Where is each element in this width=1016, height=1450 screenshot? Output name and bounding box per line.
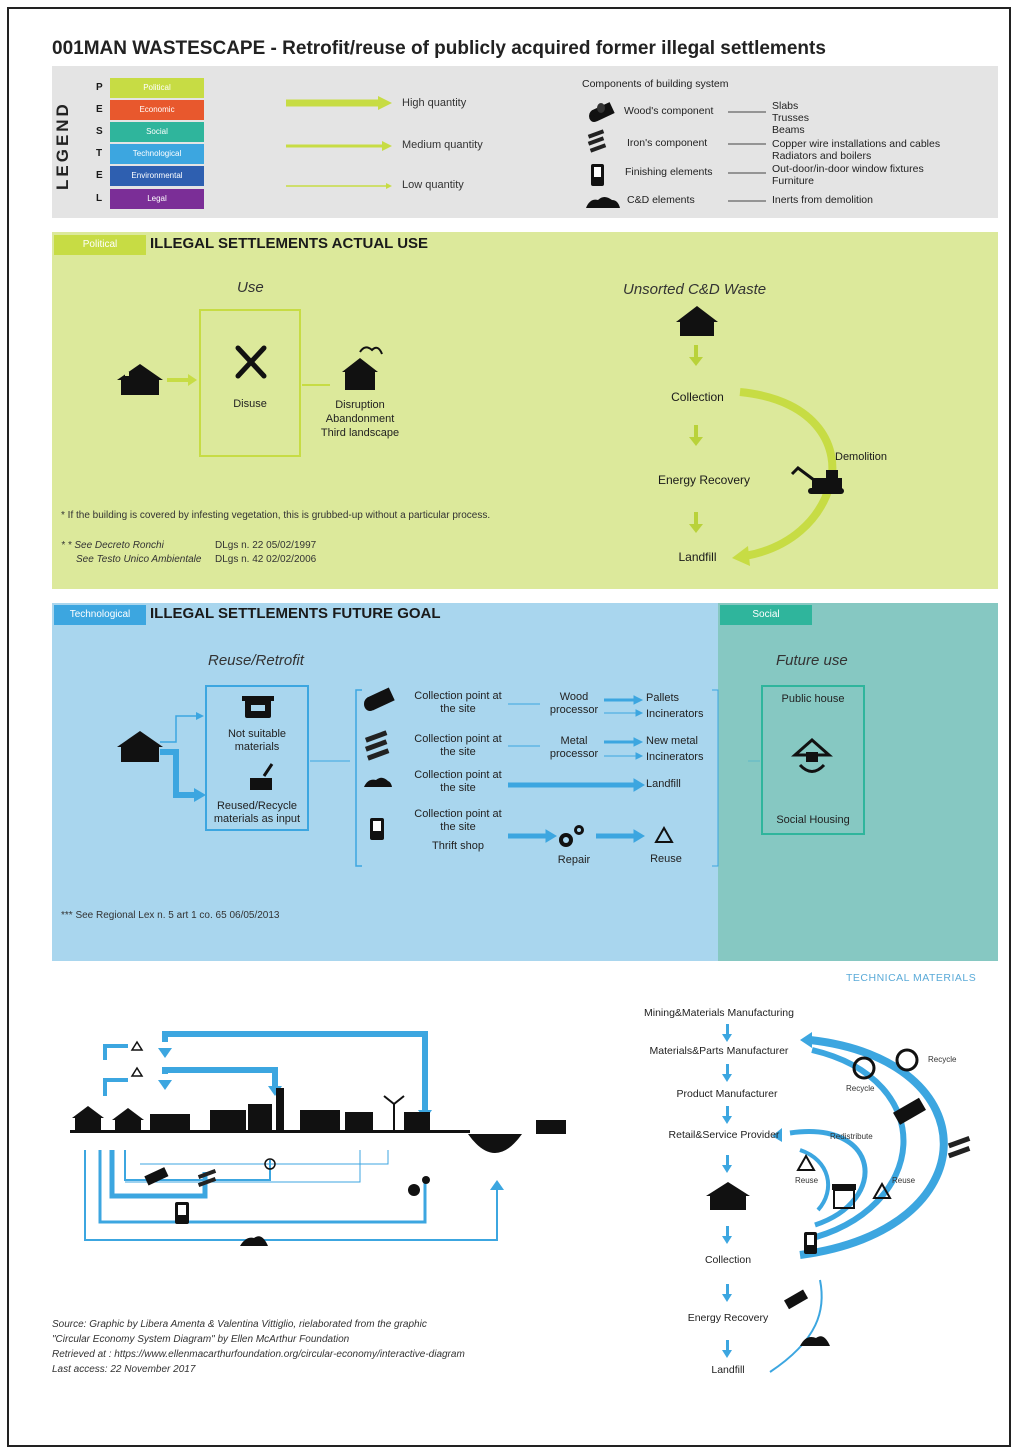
metal-processor-label: Metal processor	[549, 735, 599, 760]
high-quantity-label: High quantity	[402, 97, 467, 109]
ronchi-note: * * See Decreto Ronchi	[61, 540, 164, 551]
pestel-bar: Environmental	[110, 166, 204, 186]
collection-label: Collection	[671, 390, 724, 404]
third-landscape-label: Third landscape	[320, 427, 400, 439]
pestel-letter: T	[96, 148, 103, 159]
recycle-label-inner: Recycle	[846, 1084, 875, 1093]
disruption-label: Disruption	[335, 399, 385, 411]
iron-item: Copper wire installations and cables	[772, 138, 941, 150]
social-housing-label: Social Housing	[776, 814, 850, 826]
wood-processor-label: Wood processor	[549, 691, 599, 716]
use-heading: Use	[237, 279, 264, 296]
future-goal-title: ILLEGAL SETTLEMENTS FUTURE GOAL	[150, 605, 441, 622]
technological-tag: Technological	[54, 605, 146, 625]
actual-use-title: ILLEGAL SETTLEMENTS ACTUAL USE	[150, 235, 429, 252]
demolition-label: Demolition	[835, 451, 887, 463]
product-manufacturer-label: Product Manufacturer	[676, 1088, 778, 1100]
collection-point-wood: Collection point at the site	[414, 690, 502, 715]
source-citation: Source: Graphic by Libera Amenta & Valen…	[52, 1317, 465, 1377]
incinerators-label-wood: Incinerators	[646, 708, 704, 720]
testo-unico-lex: DLgs n. 42 02/02/2006	[215, 554, 317, 565]
cd-item: Inerts from demolition	[772, 194, 873, 206]
reuse-label-outer: Reuse	[892, 1176, 916, 1185]
new-metal-label: New metal	[646, 735, 698, 747]
energy-recovery-label: Energy Recovery	[657, 473, 751, 487]
finishing-item: Furniture	[772, 175, 815, 187]
page-title: 001MAN WASTESCAPE - Retrofit/reuse of pu…	[52, 38, 826, 59]
components-title: Components of building system	[582, 78, 729, 90]
collection-point-iron: Collection point at the site	[414, 733, 502, 758]
pestel-bar: Economic	[110, 100, 204, 120]
pestel-letter: P	[96, 82, 103, 93]
pestel-bar: Technological	[110, 144, 204, 164]
cd-elements-label: C&D elements	[627, 194, 695, 206]
collection-label-cycle: Collection	[704, 1254, 752, 1266]
energy-recovery-label-cycle: Energy Recovery	[687, 1312, 769, 1324]
iron-items: Copper wire installations and cables Rad…	[772, 138, 940, 162]
iron-item: Radiators and boilers	[772, 150, 872, 162]
public-house-label: Public house	[781, 693, 845, 705]
pestel-letter: E	[96, 170, 103, 181]
pestel-bar: Political	[110, 78, 204, 98]
page-frame	[7, 7, 1011, 1447]
irons-component-label: Iron's component	[627, 137, 708, 149]
pestel-letter: L	[96, 193, 103, 204]
medium-quantity-label: Medium quantity	[402, 139, 483, 151]
retail-provider-label: Retail&Service Provider	[668, 1129, 780, 1141]
reuse-label-future: Reuse	[650, 853, 682, 865]
reuse-label-inner: Reuse	[795, 1176, 819, 1185]
actual-use-panel	[52, 232, 998, 589]
redistribute-label: Redistribute	[830, 1132, 873, 1141]
social-panel	[718, 603, 998, 961]
finishing-item: Out-door/in-door window fixtures	[772, 163, 924, 175]
mining-label: Mining&Materials Manufacturing	[644, 1007, 794, 1019]
wood-item: Trusses	[772, 112, 809, 124]
technical-materials-heading: TECHNICAL MATERIALS	[846, 972, 977, 984]
social-tag: Social	[720, 605, 812, 625]
future-goal-panel	[52, 603, 718, 961]
pestel-bar: Legal	[110, 189, 204, 209]
political-tag: Political	[54, 235, 146, 255]
woods-component-label: Wood's component	[624, 105, 714, 117]
low-quantity-label: Low quantity	[402, 179, 464, 191]
source-line: "Circular Economy System Diagram" by Ell…	[52, 1334, 350, 1345]
wood-item: Slabs	[772, 100, 799, 112]
legend-panel	[52, 66, 998, 218]
source-line: Source: Graphic by Libera Amenta & Valen…	[52, 1319, 427, 1330]
thrift-shop-label: Thrift shop	[432, 840, 484, 852]
unsorted-waste-heading: Unsorted C&D Waste	[623, 281, 767, 298]
recycle-label-outer: Recycle	[928, 1055, 957, 1064]
wood-item: Beams	[772, 124, 805, 136]
pallets-label: Pallets	[646, 692, 680, 704]
landfill-label: Landfill	[678, 550, 717, 564]
landfill-label-cycle: Landfill	[711, 1364, 745, 1376]
collection-point-finishing: Collection point at the site	[414, 808, 502, 833]
incinerators-label-metal: Incinerators	[646, 751, 704, 763]
not-suitable-label: Not suitable materials	[227, 728, 287, 753]
abandonment-label: Abandonment	[325, 413, 395, 425]
regional-lex-note: *** See Regional Lex n. 5 art 1 co. 65 0…	[61, 910, 280, 921]
disuse-label: Disuse	[233, 398, 267, 410]
ronchi-lex: DLgs n. 22 05/02/1997	[215, 540, 317, 551]
materials-manufacturer-label: Materials&Parts Manufacturer	[649, 1045, 789, 1057]
source-line: Retrieved at : https://www.ellenmacarthu…	[52, 1349, 465, 1360]
reused-materials-label: Reused/Recycle materials as input	[213, 800, 301, 825]
testo-unico-note: See Testo Unico Ambientale	[76, 554, 202, 565]
finishing-items: Out-door/in-door window fixtures Furnitu…	[772, 163, 924, 187]
disruption-labels: Disruption Abandonment Third landscape	[300, 398, 420, 440]
landfill-label-future: Landfill	[646, 778, 681, 790]
wood-items: Slabs Trusses Beams	[772, 100, 809, 136]
source-line: Last access: 22 November 2017	[52, 1364, 196, 1375]
collection-point-rubble: Collection point at the site	[414, 769, 502, 794]
vegetation-note: * If the building is covered by infestin…	[61, 510, 491, 521]
reuse-retrofit-heading: Reuse/Retrofit	[208, 652, 304, 669]
finishing-elements-label: Finishing elements	[625, 166, 713, 178]
pestel-letter: E	[96, 104, 103, 115]
repair-label: Repair	[557, 854, 591, 866]
future-use-heading: Future use	[776, 652, 848, 669]
pestel-letter: S	[96, 126, 103, 137]
pestel-bar: Social	[110, 122, 204, 142]
